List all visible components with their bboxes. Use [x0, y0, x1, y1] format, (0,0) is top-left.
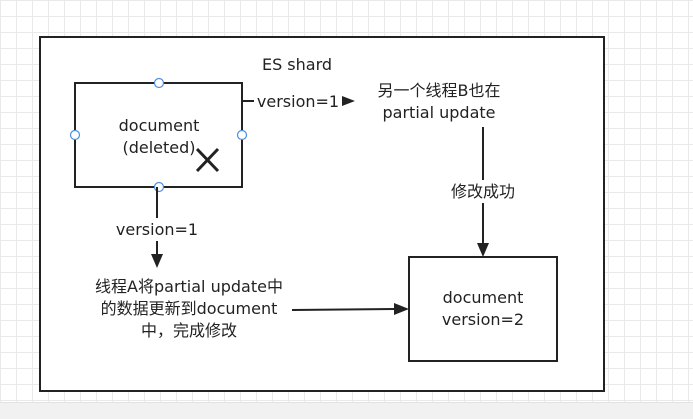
document-deleted-label-line2: (deleted)	[122, 138, 196, 157]
edge-right-version1[interactable]	[242, 96, 355, 106]
thread-a-line3: 中，完成修改	[140, 321, 237, 340]
edge-modify-success[interactable]	[477, 127, 489, 257]
edge-down-label: version=1	[111, 220, 203, 240]
edge-right-label: version=1	[256, 92, 340, 111]
document-version2-line2: version=2	[441, 310, 525, 329]
deleted-x-icon	[195, 147, 220, 173]
selection-handles[interactable]	[69, 77, 248, 193]
handle-left[interactable]	[69, 129, 81, 141]
arrowhead-down-left	[151, 254, 163, 268]
edge-down-version1[interactable]	[151, 187, 163, 268]
document-version2-box[interactable]	[408, 256, 558, 362]
document-version2-line1: document	[442, 288, 524, 307]
handle-bottom[interactable]	[153, 181, 165, 193]
modify-success-label: 修改成功	[443, 182, 523, 202]
edge-thread-a-to-document[interactable]	[291, 303, 409, 315]
thread-b-line1: 另一个线程B也在	[377, 81, 501, 100]
canvas-bottom-bar	[0, 402, 693, 419]
arrowhead-right	[342, 96, 355, 106]
es-shard-title: ES shard	[261, 55, 333, 74]
handle-right[interactable]	[236, 129, 248, 141]
thread-a-line1: 线程A将partial update中	[95, 277, 283, 296]
handle-top[interactable]	[153, 77, 165, 89]
thread-b-line2: partial update	[382, 103, 496, 122]
arrowhead-right-bottom	[394, 303, 409, 315]
thread-a-line2: 的数据更新到document	[100, 299, 278, 318]
document-deleted-label-line1: document	[118, 116, 200, 135]
arrowhead-down-right	[477, 243, 489, 257]
